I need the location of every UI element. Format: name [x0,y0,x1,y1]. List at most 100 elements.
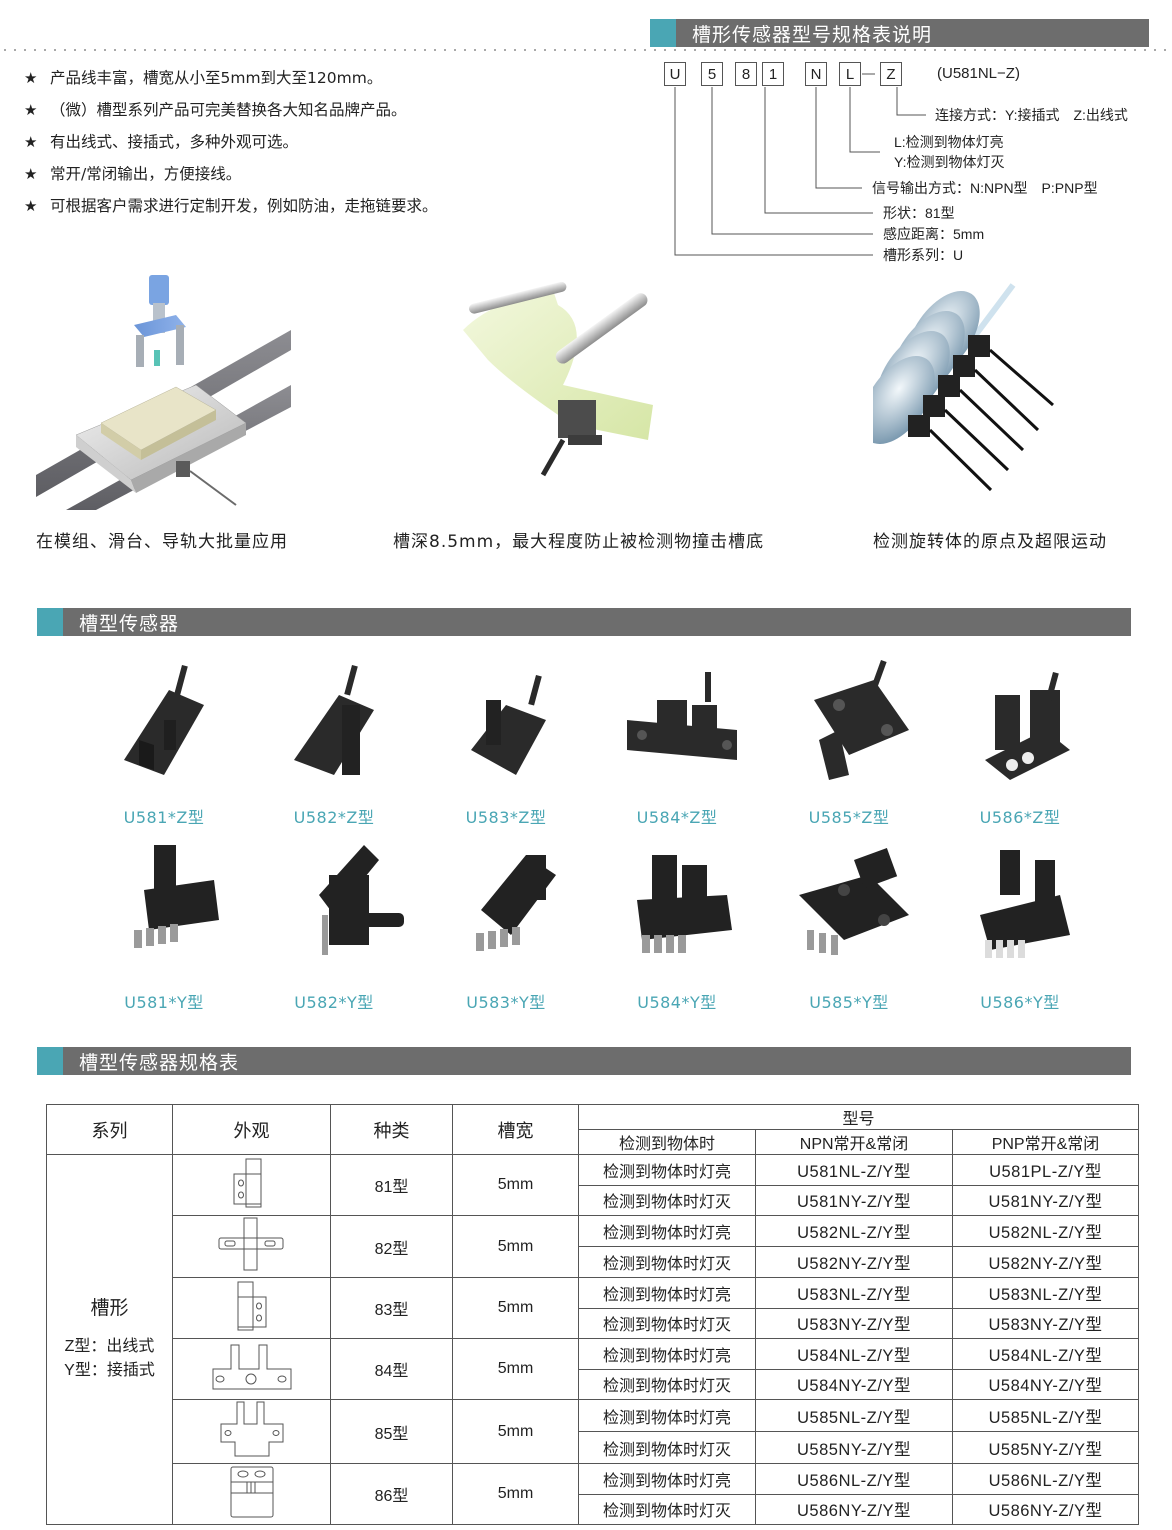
application-roller-film: 槽深8.5mm，最大程度防止被检测物撞击槽底 [393,275,763,552]
star-icon: ★ [24,197,38,215]
sensor-image [814,660,909,780]
sensor-image [985,672,1070,780]
star-icon: ★ [24,101,38,119]
product-card-u583y[interactable]: U583*Y型 [426,835,586,1013]
slide-rail-module-illustration [36,275,291,510]
product-card-u584y[interactable]: U584*Y型 [597,835,757,1013]
feature-item: ★可根据客户需求进行定制开发，例如防油，走拖链要求。 [24,190,438,222]
product-card-u582z[interactable]: U582*Z型 [254,650,414,828]
desc-distance: 感应距离：5mm [883,226,985,242]
code-box-series: U [664,62,686,86]
sensor-image [319,845,404,955]
code-box-shape-1: 8 [735,62,757,86]
product-label: U582*Z型 [293,808,375,827]
model-legend-header: 槽形传感器型号规格表说明 [650,19,1149,47]
desc-light-on: L:检测到物体灯亮 [894,134,1004,150]
product-label: U583*Z型 [465,808,547,827]
desc-series: 槽形系列：U [883,247,964,263]
spec-table: 系列 外观 种类 槽宽 型号 检测到物体时 NPN常开&常闭 PNP常开&常闭 … [46,1104,1139,1525]
application-rotating-disc: 检测旋转体的原点及超限运动 [861,275,1133,552]
product-card-u581z[interactable]: U581*Z型 [84,650,244,828]
code-box-output: N [805,62,827,86]
table-header-row: 系列 外观 种类 槽宽 型号 [46,1104,1139,1155]
sensor-image [476,855,556,951]
code-example: (U581NL−Z) [937,65,1020,82]
spec-section-title: 槽型传感器规格表 [79,1051,240,1074]
header-kind: 种类 [330,1104,453,1155]
product-card-u586y[interactable]: U586*Y型 [940,835,1100,1013]
header-model: 型号 [578,1104,1139,1130]
appearance-83-icon [172,1277,331,1339]
header-series: 系列 [46,1104,173,1155]
product-card-u581y[interactable]: U581*Y型 [84,835,244,1013]
table-row: 槽形 Z型：出线式 Y型：接插式 81型 5mm 检测到物体时灯亮 U581NL… [46,1154,1139,1525]
series-y-note: Y型：接插式 [64,1361,155,1379]
desc-light-off: Y:检测到物体灯灭 [894,154,1005,170]
product-card-u585y[interactable]: U585*Y型 [769,835,929,1013]
feature-item: ★（微）槽型系列产品可完美替换各大知名品牌产品。 [24,94,438,126]
sensor-image [294,665,374,775]
header-accent [650,19,676,47]
desc-connection: 连接方式：Y:接插式 Z:出线式 [935,107,1128,123]
application-caption: 在模组、滑台、导轨大批量应用 [36,532,288,552]
product-label: U586*Y型 [980,993,1060,1012]
table-row: 86型 5mm 检测到物体时灯亮 U586NL-Z/Y型 U586NL-Z/Y型 [47,1463,1139,1525]
header-appearance: 外观 [172,1104,331,1155]
code-connector-lines [674,73,926,256]
products-section-title: 槽型传感器 [79,612,180,635]
appearance-81-icon [172,1154,331,1216]
table-row: 检测到物体时灯灭 U585NY-Z/Y型 U585NY-Z/Y型 [47,1431,1139,1464]
product-label: U584*Z型 [636,808,718,827]
product-label: U581*Y型 [124,993,204,1012]
product-label: U585*Y型 [809,993,889,1012]
feature-item: ★常开/常闭输出，方便接线。 [24,158,438,190]
code-box-distance: 5 [701,62,723,86]
product-card-u585z[interactable]: U585*Z型 [769,650,929,828]
dotted-divider [0,49,1172,51]
sensor-image [471,675,546,775]
code-box-light: L [839,62,861,86]
appearance-82-icon [172,1215,331,1278]
application-slide-rail: 在模组、滑台、导轨大批量应用 [36,275,296,552]
product-label: U583*Y型 [466,993,546,1012]
header-accent [37,608,63,636]
sensor-image [627,672,737,760]
product-label: U582*Y型 [294,993,374,1012]
desc-output: 信号输出方式：N:NPN型 P:PNP型 [872,180,1098,196]
code-box-shape-2: 1 [762,62,784,86]
product-label: U585*Z型 [808,808,890,827]
application-caption: 槽深8.5mm，最大程度防止被检测物撞击槽底 [393,532,765,552]
model-legend-title: 槽形传感器型号规格表说明 [692,23,933,46]
spec-section-header: 槽型传感器规格表 [37,1047,1131,1075]
width-cell: 5mm [452,1154,579,1216]
product-card-u583z[interactable]: U583*Z型 [426,650,586,828]
feature-list: ★产品线丰富，槽宽从小至5mm到大至120mm。 ★（微）槽型系列产品可完美替换… [24,62,438,222]
series-name: 槽形 [90,1297,129,1319]
sensor-image [799,848,909,955]
table-row: 检测到物体时灯灭 U584NY-Z/Y型 U584NY-Z/Y型 [47,1368,1139,1400]
code-box-connection: Z [880,62,902,86]
table-row: 85型 5mm 检测到物体时灯亮 U585NL-Z/Y型 U585NL-Z/Y型 [47,1399,1139,1464]
header-when-detected: 检测到物体时 [578,1129,756,1155]
roller-film-sensor-illustration [463,281,653,477]
product-card-u584z[interactable]: U584*Z型 [597,650,757,828]
appearance-84-icon [172,1338,331,1400]
header-npn: NPN常开&常闭 [755,1129,953,1155]
product-card-u582y[interactable]: U582*Y型 [254,835,414,1013]
sensor-image [980,850,1070,958]
appearance-86-icon [172,1463,331,1525]
table-row: 84型 5mm 检测到物体时灯亮 U584NL-Z/Y型 U584NL-Z/Y型 [47,1338,1139,1400]
feature-item: ★有出线式、接插式，多种外观可选。 [24,126,438,158]
table-row: 检测到物体时灯灭 U583NY-Z/Y型 U583NY-Z/Y型 [47,1307,1139,1339]
header-slot-width: 槽宽 [452,1104,579,1155]
star-icon: ★ [24,133,38,151]
table-row: 检测到物体时灯灭 U581NY-Z/Y型 U581NY-Z/Y型 [47,1184,1139,1216]
application-caption: 检测旋转体的原点及超限运动 [873,532,1107,552]
product-label: U584*Y型 [637,993,717,1012]
series-cell: 槽形 Z型：出线式 Y型：接插式 [46,1154,173,1525]
rotating-disc-sensors-illustration [861,283,1054,492]
star-icon: ★ [24,69,38,87]
product-card-u586z[interactable]: U586*Z型 [940,650,1100,828]
feature-item: ★产品线丰富，槽宽从小至5mm到大至120mm。 [24,62,438,94]
sensor-image [124,665,204,775]
